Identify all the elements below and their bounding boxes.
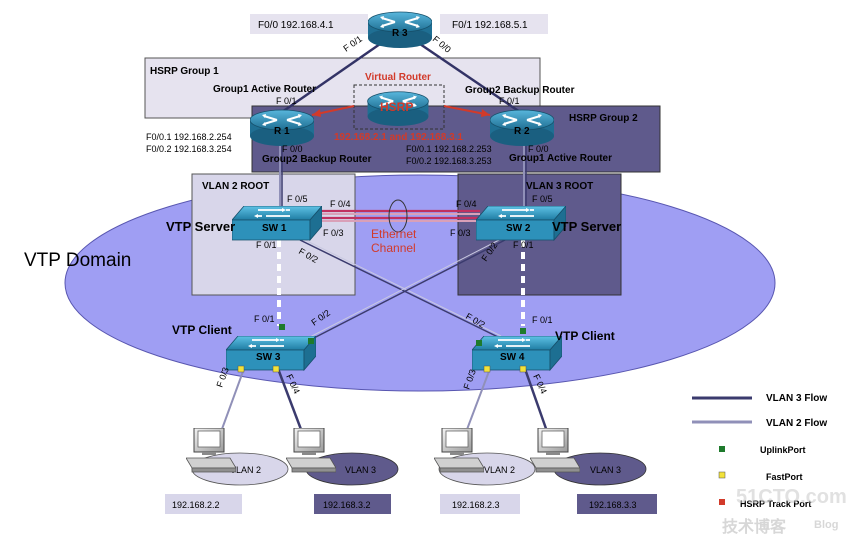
sw3-fast-port-3 bbox=[237, 365, 245, 373]
router-r2-label: R 2 bbox=[514, 126, 530, 137]
host4-ip-box bbox=[577, 494, 657, 514]
group2-title: HSRP Group 2 bbox=[569, 113, 638, 124]
host1-ip-label: 192.168.2.2 bbox=[172, 500, 220, 510]
legend-vlan2-label: VLAN 2 Flow bbox=[766, 418, 827, 429]
link-r3-r2 bbox=[419, 42, 521, 114]
sw4-role-label: VTP Client bbox=[555, 329, 615, 343]
switch-sw1-label: SW 1 bbox=[262, 223, 287, 234]
etherchannel-label-2: Channel bbox=[371, 241, 416, 255]
legend-uplink-label: UplinkPort bbox=[760, 445, 806, 455]
sw4-fast-port-4 bbox=[519, 365, 527, 373]
legend-fast-label: FastPort bbox=[766, 472, 803, 482]
r2-ip-2: F0/0.2 192.168.3.253 bbox=[406, 156, 492, 166]
switch-sw2-label: SW 2 bbox=[506, 223, 531, 234]
host1-ip-box bbox=[165, 494, 242, 514]
virtual-router-label: Virtual Router bbox=[365, 72, 431, 83]
sw2-port-1: F 0/1 bbox=[513, 240, 534, 250]
legend-track-swatch bbox=[719, 499, 725, 505]
virtual-router-arrows bbox=[311, 105, 491, 117]
host1-vlan-label: VLAN 2 bbox=[230, 465, 261, 475]
host3-ip-box bbox=[440, 494, 520, 514]
vlan3-root-label: VLAN 3 ROOT bbox=[526, 181, 593, 192]
legend: VLAN 3 Flow VLAN 2 Flow UplinkPort FastP… bbox=[692, 393, 827, 509]
sw3-role-label: VTP Client bbox=[172, 323, 232, 337]
host3-pc-icon bbox=[434, 428, 484, 473]
link-sw1-sw4 bbox=[299, 239, 501, 339]
r3-f01-box bbox=[440, 14, 548, 34]
host3-vlan-label: VLAN 2 bbox=[484, 465, 515, 475]
r1-ip-2: F0/0.2 192.168.3.254 bbox=[146, 144, 232, 154]
vlan2-root-label: VLAN 2 ROOT bbox=[202, 181, 269, 192]
legend-fast-swatch bbox=[718, 471, 726, 479]
group1-active-label: Group1 Active Router bbox=[213, 84, 316, 95]
watermark-sub: 技术博客 bbox=[722, 517, 787, 536]
host4-ip-label: 192.168.3.3 bbox=[589, 500, 637, 510]
virtual-router-ips: 192.168.2.1 and 192.168.3.1 bbox=[334, 132, 463, 143]
sw1-port-1: F 0/1 bbox=[256, 240, 277, 250]
host2-ip-box bbox=[314, 494, 391, 514]
r3-port-right: F 0/0 bbox=[431, 34, 453, 55]
sw1-role-label: VTP Server bbox=[166, 219, 235, 234]
legend-track-label: HSRP Track Port bbox=[740, 499, 811, 509]
group2-active-label: Group1 Active Router bbox=[509, 153, 612, 164]
r1-port-down: F 0/0 bbox=[282, 144, 303, 154]
switch-sw4-label: SW 4 bbox=[500, 352, 525, 363]
hsrp-group2-box bbox=[251, 105, 661, 173]
sw2-port-3: F 0/3 bbox=[450, 228, 471, 238]
link-sw2-sw3 bbox=[309, 239, 506, 341]
etherchannel-links bbox=[320, 199, 480, 233]
router-r3-label: R 3 bbox=[392, 28, 408, 39]
link-sw3-pc2 bbox=[275, 365, 307, 441]
sw3-port-1: F 0/1 bbox=[254, 314, 275, 324]
host2-ip-label: 192.168.3.2 bbox=[323, 500, 371, 510]
r1-ip-1: F0/0.1 192.168.2.254 bbox=[146, 132, 232, 142]
sw2-role-label: VTP Server bbox=[552, 219, 621, 234]
sw1-port-4: F 0/4 bbox=[330, 199, 351, 209]
host4-pc-icon bbox=[530, 428, 580, 473]
sw3-uplink-port-2 bbox=[308, 338, 314, 344]
sw2-port-4: F 0/4 bbox=[456, 199, 477, 209]
sw3-uplink-port-1 bbox=[279, 324, 285, 330]
r1-port-up: F 0/1 bbox=[276, 96, 297, 106]
r3-f01-label: F0/1 192.168.5.1 bbox=[452, 20, 528, 31]
r2-port-up: F 0/1 bbox=[499, 96, 520, 106]
etherchannel-label-1: Ethernet bbox=[371, 227, 417, 241]
group1-title: HSRP Group 1 bbox=[150, 66, 219, 77]
router-r1-label: R 1 bbox=[274, 126, 290, 137]
host1-pc-icon bbox=[186, 428, 236, 473]
r3-port-left: F 0/1 bbox=[341, 34, 364, 54]
r2-port-down: F 0/0 bbox=[528, 144, 549, 154]
link-r3-r1 bbox=[281, 42, 381, 114]
host2-vlan-label: VLAN 3 bbox=[345, 465, 376, 475]
r3-f00-label: F0/0 192.168.4.1 bbox=[258, 20, 334, 31]
legend-uplink-swatch bbox=[719, 446, 725, 452]
sw4-uplink-port-2 bbox=[476, 340, 482, 346]
legend-vlan3-label: VLAN 3 Flow bbox=[766, 393, 827, 404]
sw1-port-3: F 0/3 bbox=[323, 228, 344, 238]
watermark-site: 51CTO.com bbox=[736, 486, 847, 508]
link-sw4-pc4 bbox=[522, 365, 552, 441]
host4-vlan-label: VLAN 3 bbox=[590, 465, 621, 475]
host3-ip-label: 192.168.2.3 bbox=[452, 500, 500, 510]
group1-backup-label: Group2 Backup Router bbox=[465, 85, 575, 96]
hsrp-label: HSRP bbox=[380, 100, 413, 114]
sw3-fast-port-4 bbox=[272, 365, 280, 373]
sw4-fast-port-3 bbox=[483, 365, 491, 373]
sw4-port-1: F 0/1 bbox=[532, 315, 553, 325]
group2-backup-label: Group2 Backup Router bbox=[262, 154, 372, 165]
r2-ip-1: F0/0.1 192.168.2.253 bbox=[406, 144, 492, 154]
link-sw4-pc3 bbox=[462, 365, 492, 441]
watermark: 51CTO.com 技术博客 Blog bbox=[722, 486, 847, 536]
host2-pc-icon bbox=[286, 428, 336, 473]
switch-sw3-label: SW 3 bbox=[256, 352, 281, 363]
sw2-port-5: F 0/5 bbox=[532, 194, 553, 204]
r3-f00-box bbox=[250, 14, 368, 34]
vtp-domain-label: VTP Domain bbox=[24, 250, 131, 271]
sw4-uplink-port-1 bbox=[520, 328, 526, 334]
sw1-port-5: F 0/5 bbox=[287, 194, 308, 204]
watermark-blog: Blog bbox=[814, 519, 838, 531]
link-sw3-pc1 bbox=[217, 365, 246, 441]
